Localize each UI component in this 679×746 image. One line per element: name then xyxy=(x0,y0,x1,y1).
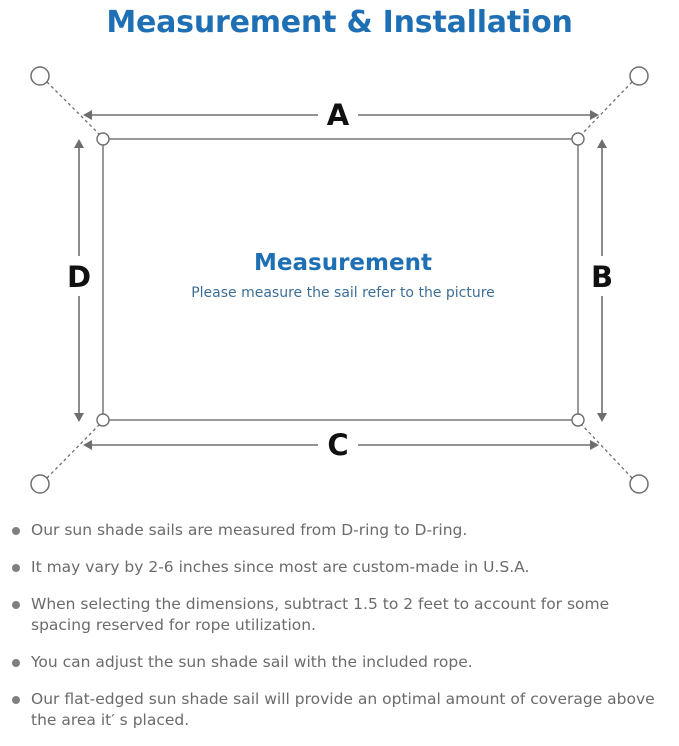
note-text: You can adjust the sun shade sail with t… xyxy=(31,652,473,671)
bullet-icon xyxy=(12,695,20,704)
d-rings xyxy=(96,132,585,427)
d-ring-top-left-icon xyxy=(96,132,110,146)
d-ring-bottom-left-icon xyxy=(96,413,110,427)
note-text: It may vary by 2-6 inches since most are… xyxy=(31,557,530,576)
list-item: Our sun shade sails are measured from D-… xyxy=(0,520,679,541)
rope-bottom-left xyxy=(46,424,100,479)
bullet-icon xyxy=(12,563,20,572)
note-text: When selecting the dimensions, subtract … xyxy=(31,594,610,634)
anchor-top-right-icon xyxy=(629,66,649,86)
notes-list: Our sun shade sails are measured from D-… xyxy=(0,520,679,746)
label-b: B xyxy=(591,260,613,294)
anchor-bottom-right-icon xyxy=(629,474,649,494)
list-item: Our flat-edged sun shade sail will provi… xyxy=(0,689,679,731)
rope-bottom-right xyxy=(581,424,633,479)
anchor-points xyxy=(30,66,649,494)
label-d: D xyxy=(67,260,91,294)
rope-top-left xyxy=(46,81,100,135)
note-text: Our sun shade sails are measured from D-… xyxy=(31,521,468,539)
label-c: C xyxy=(327,428,348,462)
list-item: You can adjust the sun shade sail with t… xyxy=(0,652,679,673)
anchor-bottom-left-icon xyxy=(30,474,50,494)
label-a: A xyxy=(327,98,350,132)
diagram-center-subtitle: Please measure the sail refer to the pic… xyxy=(191,285,495,301)
bullet-icon xyxy=(12,600,20,609)
anchor-top-left-icon xyxy=(30,66,50,86)
diagram-center-title: Measurement xyxy=(254,250,432,276)
d-ring-top-right-icon xyxy=(571,132,585,146)
rope-top-right xyxy=(581,81,633,135)
measurement-diagram: A C D B Measurement Please measure the s… xyxy=(0,48,679,516)
rope-lines xyxy=(46,81,633,479)
page-title: Measurement & Installation xyxy=(106,4,573,40)
bullet-icon xyxy=(12,527,20,535)
shade-sail-body xyxy=(102,138,579,421)
list-item: When selecting the dimensions, subtract … xyxy=(0,594,679,636)
bullet-icon xyxy=(12,658,20,667)
note-text: Our flat-edged sun shade sail will provi… xyxy=(31,689,655,729)
list-item: It may vary by 2-6 inches since most are… xyxy=(0,557,679,578)
d-ring-bottom-right-icon xyxy=(571,413,585,427)
page-header: Measurement & Installation xyxy=(0,0,679,44)
